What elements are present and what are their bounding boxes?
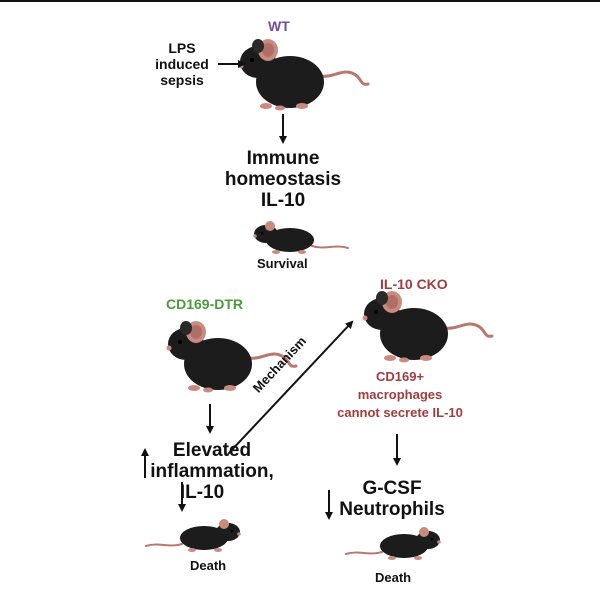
mouse-icon-survival	[252, 220, 349, 255]
gcsf-label: G-CSF Neutrophils	[332, 478, 452, 520]
elevated-line-2: inflammation,	[150, 461, 274, 482]
cko-note-label: CD169+ macrophages cannot secrete IL-10	[330, 368, 470, 422]
cko-note-line-3: cannot secrete IL-10	[337, 405, 463, 420]
mouse-icon-death-right	[345, 526, 442, 561]
elevated-line-1: Elevated	[172, 440, 252, 461]
homeostasis-line-3: IL-10	[260, 190, 306, 211]
gcsf-line-1: G-CSF	[362, 478, 422, 499]
mouse-icon-wt	[237, 37, 370, 112]
elevated-label: Elevated inflammation, IL-10	[150, 440, 274, 503]
il10-cko-label: IL-10 CKO	[380, 276, 448, 292]
homeostasis-label: Immune homeostasis IL-10	[218, 148, 348, 211]
mouse-icon-il10-cko	[361, 289, 494, 364]
mouse-icon-death-left	[145, 518, 242, 553]
elevated-line-3: IL-10	[179, 482, 225, 503]
cko-note-line-2: macrophages	[357, 387, 443, 402]
top-border	[0, 0, 600, 2]
cko-note-line-1: CD169+	[375, 369, 425, 384]
lps-line-2: induced	[155, 56, 209, 72]
lps-line-1: LPS	[168, 40, 196, 56]
lps-label: LPS induced sepsis	[148, 40, 216, 88]
lps-line-3: sepsis	[160, 72, 204, 88]
diagonal-arrow-icon	[227, 320, 354, 455]
homeostasis-line-1: Immune	[246, 148, 320, 169]
gcsf-line-2: Neutrophils	[339, 499, 445, 520]
death-label-right: Death	[375, 570, 412, 585]
death-label-left: Death	[190, 558, 227, 573]
wt-label: WT	[268, 18, 290, 34]
cd169-dtr-label: CD169-DTR	[166, 296, 244, 312]
homeostasis-line-2: homeostasis	[224, 169, 342, 190]
survival-label: Survival	[257, 256, 308, 271]
